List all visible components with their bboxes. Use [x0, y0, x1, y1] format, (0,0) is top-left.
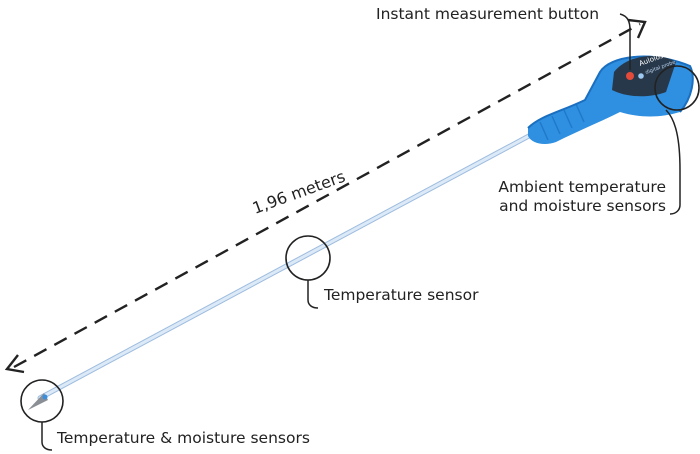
length-dimension-line	[4, 18, 647, 374]
button-leader-line	[619, 13, 631, 70]
instant-measurement-label: Instant measurement button	[376, 5, 599, 23]
control-panel	[612, 56, 676, 97]
probe-rod	[28, 127, 543, 410]
temperature-callout-circle	[285, 235, 331, 281]
indicator-light	[638, 73, 644, 79]
ambient-leader-line	[665, 109, 681, 215]
arrowhead-left	[4, 354, 25, 374]
instant-measurement-button	[626, 72, 634, 80]
handle-grip	[539, 103, 585, 141]
probe-handle: Aulolos digital probe	[527, 52, 694, 144]
arrowhead-right	[627, 18, 647, 39]
ambient-sensors-label-line1: Ambient temperature	[498, 178, 666, 196]
ambient-sensors-label-line2: and moisture sensors	[499, 197, 666, 215]
tip-sensor-dot	[42, 394, 48, 400]
tip-leader-line	[41, 422, 53, 451]
ambient-callout-circle	[654, 65, 700, 111]
temperature-sensor-label: Temperature sensor	[323, 286, 479, 304]
temperature-leader-line	[307, 280, 319, 309]
tip-sensors-label: Temperature & moisture sensors	[56, 429, 310, 447]
